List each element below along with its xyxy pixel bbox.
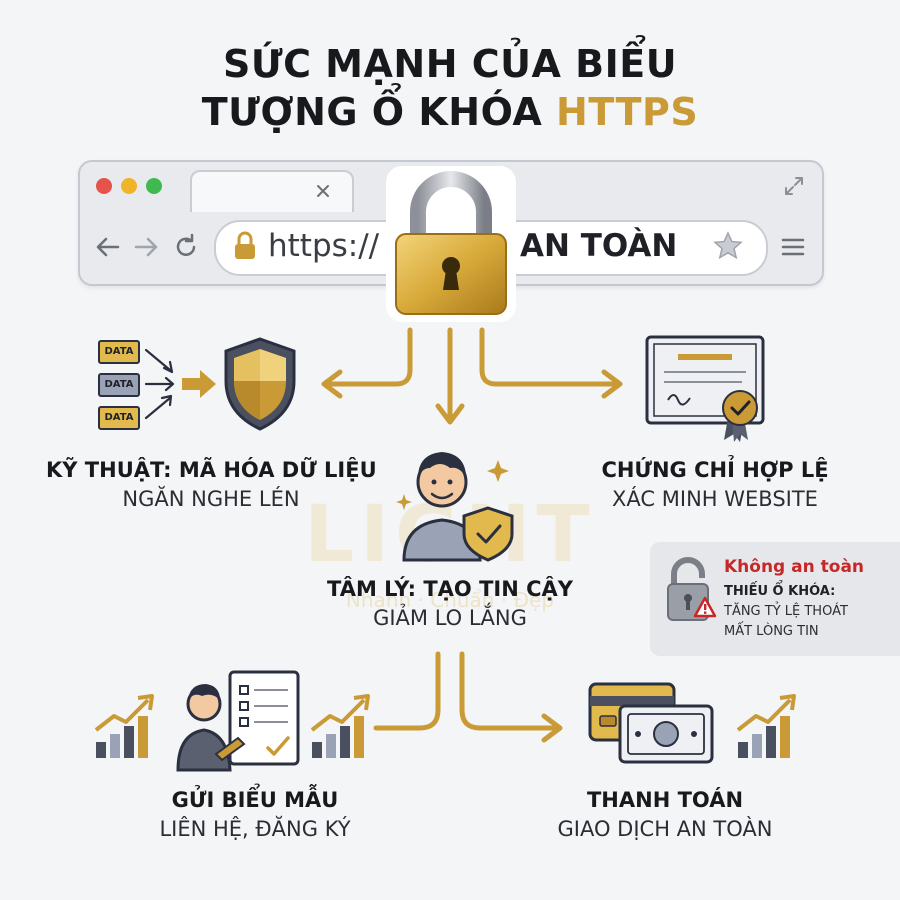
forward-arrow-icon[interactable] (132, 234, 160, 260)
watermark-tagline: Nhanh · Chuẩn · Đẹp (345, 588, 555, 612)
big-padlock-icon (386, 166, 516, 322)
arrows-from-lock (321, 327, 623, 425)
warning-triangle-icon (693, 596, 717, 618)
title-line-1: SỨC MẠNH CỦA BIỂU (222, 42, 678, 86)
growth-chart-icon-3 (736, 694, 796, 758)
bookmark-star-icon[interactable] (712, 230, 744, 262)
browser-tab[interactable] (190, 170, 354, 212)
form-title: GỬI BIỂU MẪU (171, 788, 339, 812)
warning-line-2: MẤT LÒNG TIN (724, 624, 819, 639)
growth-chart-icon-1 (94, 694, 154, 758)
expand-icon[interactable] (782, 174, 806, 198)
page-title: SỨC MẠNH CỦA BIỂU TƯỢNG Ổ KHÓA HTTPS (0, 40, 900, 136)
encryption-title: KỸ THUẬT: MÃ HÓA DỮ LIỆU (46, 458, 377, 482)
payment-title: THANH TOÁN (586, 788, 744, 812)
arrows-to-actions (373, 651, 563, 743)
title-line-2: TƯỢNG Ổ KHÓA HTTPS (0, 88, 900, 136)
certificate-subtitle: XÁC MINH WEBSITE (612, 487, 818, 511)
trusting-person-icon (396, 452, 514, 562)
data-flow-arrows (144, 348, 216, 420)
url-text[interactable]: https:// (268, 228, 380, 264)
growth-chart-icon-2 (310, 694, 370, 758)
secure-status-text: AN TOÀN (520, 228, 678, 264)
minimize-window-dot[interactable] (121, 178, 137, 194)
warning-label: THIẾU Ổ KHÓA: (724, 584, 836, 599)
maximize-window-dot[interactable] (146, 178, 162, 194)
title-line-2-prefix: TƯỢNG Ổ KHÓA (201, 90, 557, 134)
encryption-subtitle: NGĂN NGHE LÉN (122, 487, 300, 511)
data-box-2: DATA (98, 373, 140, 397)
psychology-subtitle: GIẢM LO LẮNG (373, 606, 527, 630)
certificate-title: CHỨNG CHỈ HỢP LỆ (601, 458, 829, 482)
payment-card-cash-icon (588, 682, 714, 764)
warning-title: Không an toàn (724, 557, 865, 577)
close-window-dot[interactable] (96, 178, 112, 194)
payment-subtitle: GIAO DỊCH AN TOÀN (557, 817, 773, 841)
url-lock-icon (235, 231, 255, 259)
menu-icon[interactable] (780, 236, 806, 258)
warning-line-1: TĂNG TỶ LỆ THOÁT (724, 604, 848, 619)
reload-icon[interactable] (172, 233, 200, 261)
back-arrow-icon[interactable] (94, 234, 122, 260)
form-subtitle: LIÊN HỆ, ĐĂNG KÝ (159, 817, 351, 841)
certificate-icon (645, 335, 765, 442)
shield-icon (224, 337, 296, 431)
data-box-1: DATA (98, 340, 140, 364)
form-submit-icon (176, 670, 300, 772)
data-box-3: DATA (98, 406, 140, 430)
tab-close-icon[interactable] (316, 184, 330, 198)
psychology-title: TÂM LÝ: TẠO TIN CẬY (327, 577, 573, 601)
title-https-accent: HTTPS (556, 90, 699, 134)
